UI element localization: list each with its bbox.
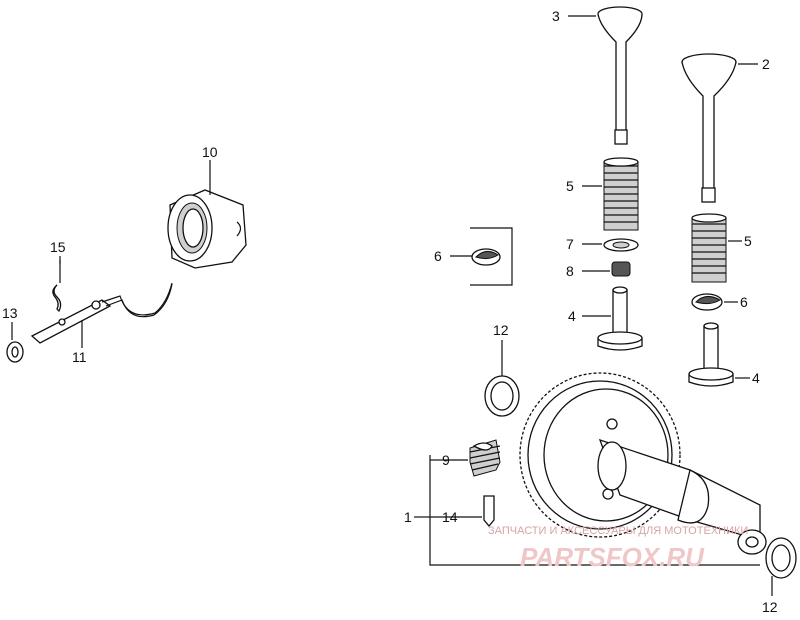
callout-1: 1: [404, 509, 412, 525]
part-3-valve: [568, 6, 643, 145]
leader-lines: [59, 160, 211, 264]
part-4-tappet-left: [582, 286, 643, 351]
callout-5-right: 5: [744, 233, 752, 249]
callout-14: 14: [442, 509, 458, 525]
part-9-decompressor-weight: [446, 439, 501, 477]
assembly-bracket: [414, 455, 760, 566]
part-2-valve: [681, 53, 758, 203]
callout-3: 3: [552, 8, 560, 24]
part-12-washer-bottom: [765, 537, 797, 596]
callout-2: 2: [762, 56, 770, 72]
callout-12-top: 12: [493, 322, 509, 338]
watermark-tagline: ЗАПЧАСТИ И АКСЕССУАРЫ ДЛЯ МОТОТЕХНИКИ: [488, 525, 748, 537]
part-10-governor-sleeve: [167, 178, 247, 269]
callout-7: 7: [566, 236, 574, 252]
callout-10: 10: [202, 144, 218, 160]
part-4-tappet-right: [688, 322, 750, 387]
part-8-valve-collar: [582, 261, 631, 277]
callout-5-left: 5: [566, 178, 574, 194]
callout-9: 9: [442, 452, 450, 468]
part-5-valve-spring-left: [582, 157, 639, 231]
callout-13: 13: [2, 305, 18, 321]
callout-6-right: 6: [740, 294, 748, 310]
callout-4-right: 4: [752, 370, 760, 386]
part-11-governor-arm: [30, 282, 173, 348]
part-6-valve-rotator: [691, 293, 738, 311]
part-12-washer-top: [484, 340, 520, 417]
part-7-spring-retainer: [582, 238, 639, 252]
callout-8: 8: [566, 263, 574, 279]
part-1-camshaft: [519, 372, 767, 555]
callout-4-left: 4: [568, 308, 576, 324]
callout-12-bottom: 12: [762, 599, 778, 615]
part-14-pin: [462, 495, 495, 528]
part-6-valve-rotator-boxed: [450, 227, 513, 286]
part-13-washer: [6, 322, 24, 363]
callout-15: 15: [50, 239, 66, 255]
callout-6-boxed: 6: [434, 248, 442, 264]
callout-11: 11: [72, 349, 87, 365]
part-15-clip: [52, 260, 62, 313]
part-5-valve-spring-right: [691, 213, 742, 283]
watermark-brand: PARTSFOX.RU: [520, 542, 705, 572]
